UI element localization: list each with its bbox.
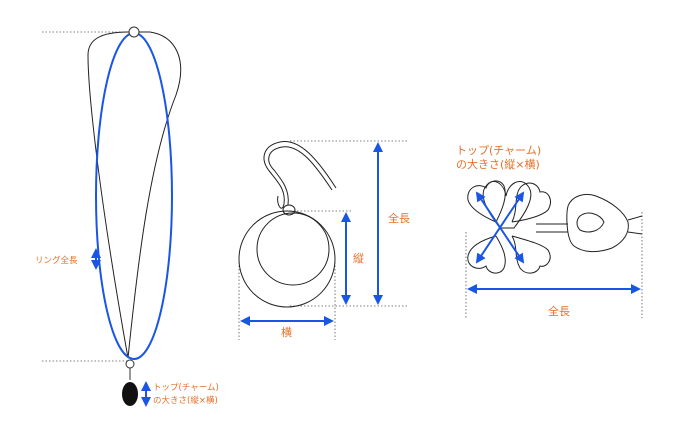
clover-diagonal-arrow-2 — [475, 191, 525, 264]
stud-clutch-tip-top — [627, 215, 643, 221]
stud-total-length-label: 全長 — [548, 304, 570, 318]
ring-outline — [87, 31, 182, 359]
ring-charm — [122, 382, 138, 406]
hook-wire — [263, 141, 337, 209]
charm-width-label: 横 — [281, 325, 292, 339]
stud-clutch — [566, 193, 629, 253]
clover-charm-lobes — [467, 180, 551, 274]
stud-clutch-tip-bottom — [627, 231, 643, 235]
stud-charm-size-label-2: の大きさ(縦×横) — [456, 157, 540, 171]
stud-earring-figure: トップ(チャーム) の大きさ(縦×横) — [456, 144, 643, 318]
ring-charm-size-label-2: の大きさ(縦×横) — [153, 395, 218, 406]
stud-clutch-inner — [576, 212, 605, 233]
hook-jump-ring — [282, 204, 296, 216]
ring-length-label: リング全長 — [35, 255, 78, 266]
ring-length-loop — [95, 32, 173, 360]
stud-charm-size-label-1: トップ(チャーム) — [456, 144, 541, 157]
ring-bottom-connector — [125, 359, 135, 369]
hook-total-length-label: 全長 — [388, 211, 410, 225]
ring-earring-figure: リング全長 トップ(チャーム) の大きさ(縦×横) — [35, 26, 219, 407]
round-charm-outer — [238, 210, 336, 308]
charm-height-label: 縦 — [353, 252, 364, 265]
ring-top-connector — [128, 26, 140, 38]
ring-charm-size-label-1: トップ(チャーム) — [153, 383, 219, 393]
hook-wire-inner — [268, 146, 333, 206]
round-charm-inner — [256, 212, 330, 286]
hook-earring-figure: 全長 縦 横 — [238, 140, 410, 340]
